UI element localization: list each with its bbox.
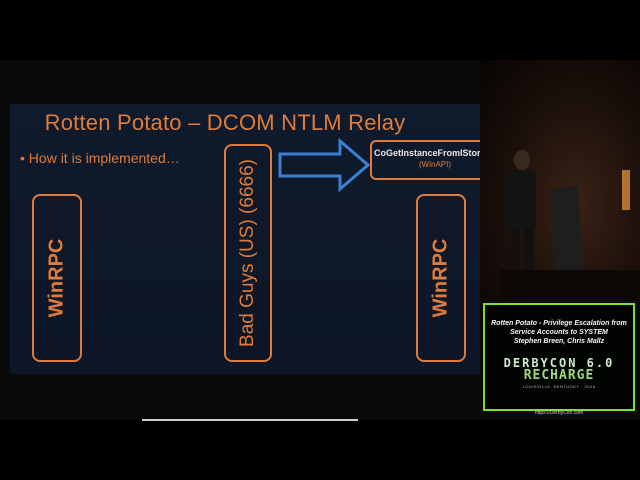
winapi-label: (WinAPI) (419, 160, 451, 169)
talk-authors: Stephen Breen, Chris Mallz (513, 338, 605, 345)
bad-guys-label: Bad Guys (US) (6666) (237, 159, 258, 347)
slide-bullet: • How it is implemented… (20, 150, 180, 166)
speaker-figure (500, 150, 640, 300)
winrpc-left-box: WinRPC (32, 194, 82, 362)
winrpc-right-label: WinRPC (429, 238, 452, 318)
talk-title: Rotten Potato - Privilege Escalation fro… (491, 320, 627, 336)
talk-info-overlay: Rotten Potato - Privilege Escalation fro… (483, 303, 635, 411)
winrpc-left-label: WinRPC (45, 238, 68, 318)
slide-title: Rotten Potato – DCOM NTLM Relay (44, 110, 406, 135)
right-arrow-icon (278, 138, 370, 192)
speaker-camera-view (480, 60, 640, 300)
event-url: https://DerbyCon.com (534, 410, 584, 416)
derbycon-logo: DERBYCON 6.0 (503, 356, 615, 370)
video-progress-line (142, 419, 358, 421)
winrpc-right-box: WinRPC (416, 194, 466, 362)
logo-tagline: LOUISVILLE, KENTUCKY · 2016 (522, 384, 596, 389)
recharge-logo: RECHARGE (523, 368, 595, 383)
cogetinstance-box: CoGetInstanceFromIStorage (WinAPI) (370, 140, 480, 180)
cogetinstance-function-label: CoGetInstanceFromIStorage (373, 148, 480, 158)
bad-guys-box: Bad Guys (US) (6666) (224, 144, 272, 362)
presentation-slide: Rotten Potato – DCOM NTLM Relay • How it… (10, 104, 480, 374)
